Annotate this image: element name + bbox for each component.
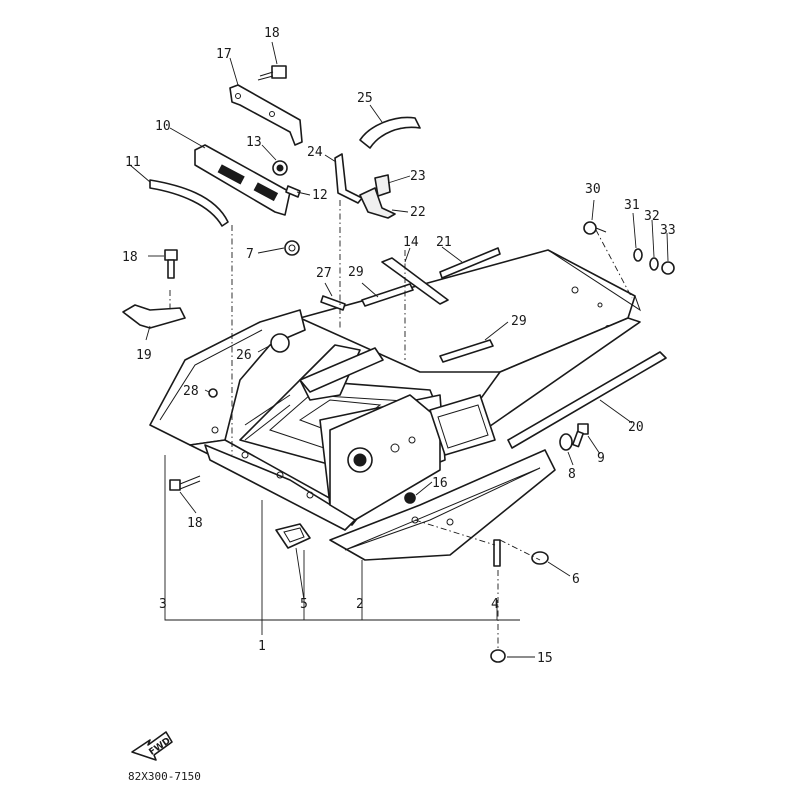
- part-21-rail: [439, 247, 501, 279]
- callout-14: 14: [403, 235, 419, 250]
- callout-3: 3: [159, 597, 167, 612]
- part-6-plug: [531, 551, 549, 565]
- callout-15: 15: [537, 651, 553, 666]
- leader-lines: [129, 41, 669, 658]
- callout-16: 16: [432, 476, 448, 491]
- callout-2: 2: [356, 597, 364, 612]
- callout-18-bottom: 18: [187, 516, 203, 531]
- callout-30: 30: [585, 182, 601, 197]
- part-28-washer: [208, 388, 218, 398]
- callout-11: 11: [125, 155, 141, 170]
- part-4-pin: [493, 539, 501, 567]
- callout-12: 12: [312, 188, 328, 203]
- part-29-strip-upper: [361, 283, 414, 307]
- callout-26: 26: [236, 348, 252, 363]
- callout-20: 20: [628, 420, 644, 435]
- callout-8: 8: [568, 467, 576, 482]
- part-14-crossbar: [381, 257, 449, 305]
- callout-24: 24: [307, 145, 323, 160]
- part-30-bolt: [583, 221, 607, 235]
- part-26-grommet: [270, 333, 290, 353]
- part-5-bracket: [275, 523, 311, 549]
- callout-28: 28: [183, 384, 199, 399]
- part-22-bracket: [359, 187, 396, 219]
- part-25-handle: [359, 116, 421, 149]
- callout-6: 6: [572, 572, 580, 587]
- part-23-bracket: [374, 174, 391, 197]
- part-31-washer: [633, 248, 643, 262]
- part-7-grommet: [284, 240, 300, 256]
- part-18-lower-bolt: [169, 475, 201, 491]
- callout-13: 13: [246, 135, 262, 150]
- callout-29-right: 29: [511, 314, 527, 329]
- part-24-bracket: [334, 153, 363, 204]
- part-29-strip-right: [439, 339, 494, 363]
- part-12-clip: [285, 185, 301, 198]
- callout-5: 5: [300, 597, 308, 612]
- callout-31: 31: [624, 198, 640, 213]
- part-33-nut: [661, 261, 675, 275]
- callout-27: 27: [316, 266, 332, 281]
- part-13-nut: [272, 160, 288, 176]
- callout-22: 22: [410, 205, 426, 220]
- part-18-top-bolt: [257, 65, 287, 81]
- callout-19: 19: [136, 348, 152, 363]
- callout-17: 17: [216, 47, 232, 62]
- callout-25: 25: [357, 91, 373, 106]
- callout-labels: 1 2 3 4 5 6 7 8 9 10 11 12 13 14 15 16 1…: [122, 26, 676, 666]
- callout-29-upper: 29: [348, 265, 364, 280]
- callout-23: 23: [410, 169, 426, 184]
- callout-1: 1: [258, 639, 266, 654]
- part-16-bushing: [404, 492, 416, 504]
- part-32-washer: [649, 257, 659, 271]
- part-10-plate: [194, 144, 291, 216]
- callout-4: 4: [491, 597, 499, 612]
- callout-18-left: 18: [122, 250, 138, 265]
- callout-10: 10: [155, 119, 171, 134]
- callout-7: 7: [246, 247, 254, 262]
- reference-code: 82X300-7150: [128, 770, 201, 783]
- part-8-collar: [559, 433, 573, 451]
- callout-33: 33: [660, 223, 676, 238]
- part-17-bracket: [229, 84, 303, 146]
- frame-assembly: [149, 249, 641, 531]
- callout-32: 32: [644, 209, 660, 224]
- part-15-plug: [490, 649, 506, 663]
- callout-21: 21: [436, 235, 452, 250]
- part-20-slide: [507, 351, 667, 449]
- part-19-guard: [122, 304, 186, 329]
- part-18-left-bolt: [164, 249, 178, 279]
- fwd-arrow-icon: FWD: [131, 731, 173, 761]
- callout-18-top: 18: [264, 26, 280, 41]
- part-9-bolt: [571, 423, 589, 448]
- callout-9: 9: [597, 451, 605, 466]
- part-27-strip: [320, 295, 346, 311]
- part-11-strap: [149, 179, 229, 227]
